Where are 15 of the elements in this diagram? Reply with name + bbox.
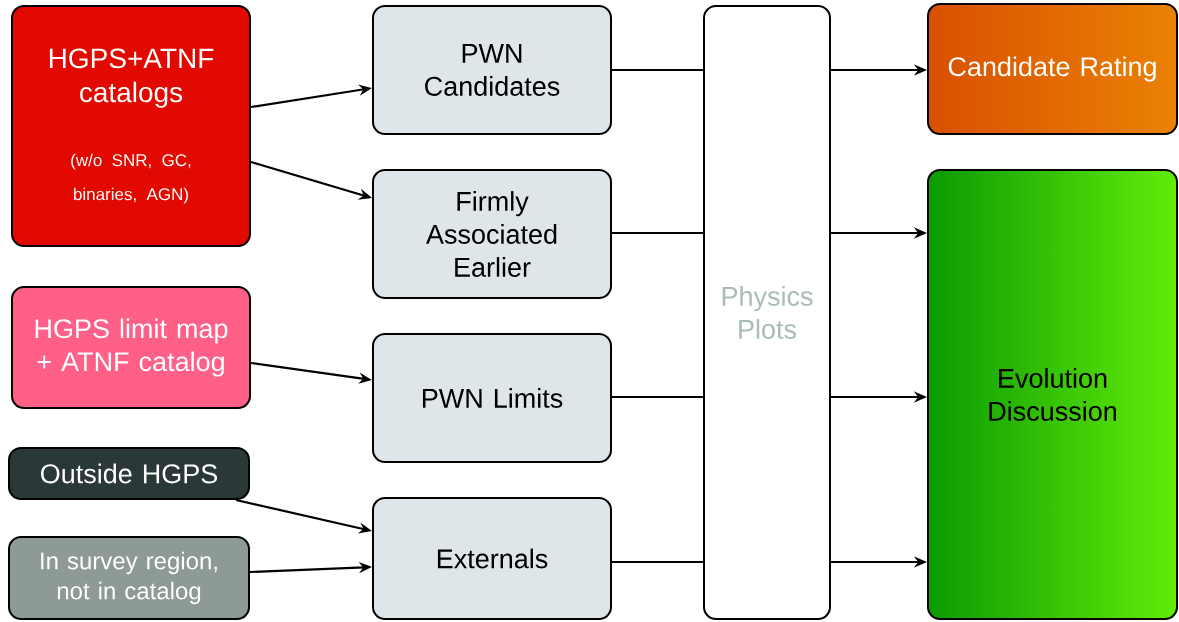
process-box: Externals bbox=[372, 497, 612, 620]
connector-line bbox=[612, 68, 703, 72]
connector-line bbox=[612, 231, 703, 235]
source-box: Outside HGPS bbox=[8, 447, 250, 500]
process-box: PWN Limits bbox=[372, 333, 612, 463]
source-box: HGPS limit map + ATNF catalog bbox=[11, 286, 251, 409]
result-box: Evolution Discussion bbox=[927, 169, 1178, 620]
result-box: Candidate Rating bbox=[927, 3, 1178, 135]
connector-line bbox=[612, 560, 703, 564]
source-box: HGPS+ATNF catalogs (w/o SNR, GC, binaries, AGN) bbox=[11, 5, 251, 247]
connector-line bbox=[612, 395, 703, 399]
process-box: Firmly Associated Earlier bbox=[372, 169, 612, 299]
source-box: In survey region, not in catalog bbox=[8, 536, 250, 620]
physics-plots-box: Physics Plots bbox=[703, 5, 831, 620]
process-box: PWN Candidates bbox=[372, 5, 612, 135]
